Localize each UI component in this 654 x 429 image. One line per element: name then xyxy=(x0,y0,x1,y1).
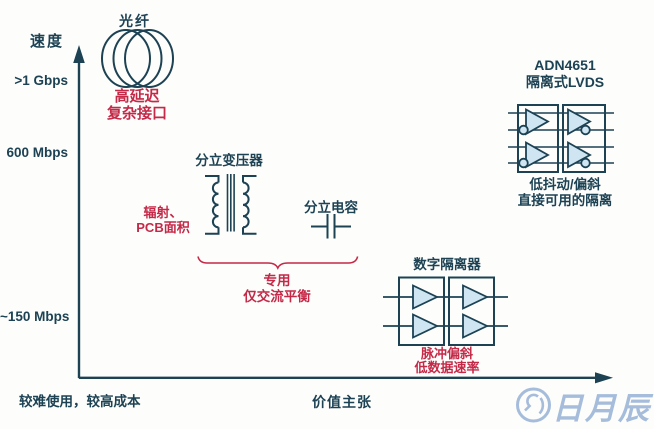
fiber-caption-line1: 高延迟 xyxy=(114,88,160,105)
transformer-caption-line1: 辐射、 xyxy=(143,205,183,220)
y-axis-title: 速度 xyxy=(30,33,65,50)
group-brace-caption: 专用 仅交流平衡 xyxy=(216,273,338,304)
group-brace-caption-line2: 仅交流平衡 xyxy=(243,288,311,304)
capacitor-title: 分立电容 xyxy=(304,200,358,215)
adn4651-title-line1: ADN4651 xyxy=(534,57,596,73)
digital-isolator-title: 数字隔离器 xyxy=(413,257,481,272)
group-brace-caption-line1: 专用 xyxy=(263,273,291,288)
axes xyxy=(73,45,613,384)
digital-isolator-caption-line1: 脉冲偏斜 xyxy=(420,346,473,361)
digital-isolator-icon xyxy=(383,276,508,346)
adn4651-caption-line2: 直接可用的隔离 xyxy=(517,193,613,208)
y-axis-arrowhead-icon xyxy=(73,45,85,63)
fiber-coil-icon xyxy=(101,29,174,88)
x-axis-arrowhead-icon xyxy=(595,372,613,384)
fiber-caption: 高延迟 复杂接口 xyxy=(94,88,180,122)
adn4651-title-line2: 隔离式LVDS xyxy=(525,74,605,90)
transformer-icon xyxy=(205,174,257,235)
isolated-lvds-icon xyxy=(508,104,614,173)
transformer-caption-line2: PCB面积 xyxy=(136,220,190,235)
y-tick-1gbps: >1 Gbps xyxy=(14,73,68,88)
adn4651-caption-line1: 低抖动/偏斜 xyxy=(529,177,601,192)
x-axis-label: 价值主张 xyxy=(312,394,372,410)
transformer-title: 分立变压器 xyxy=(195,153,263,168)
y-tick-150mbps: ~150 Mbps xyxy=(0,309,70,324)
fiber-title: 光纤 xyxy=(119,13,151,29)
adn4651-title: ADN4651 隔离式LVDS xyxy=(503,57,627,91)
group-brace xyxy=(197,256,359,270)
capacitor-icon xyxy=(311,214,351,239)
digital-isolator-caption-line2: 低数据速率 xyxy=(414,360,480,375)
y-tick-600mbps: 600 Mbps xyxy=(6,145,68,160)
watermark-text: 日月辰 xyxy=(552,391,651,427)
digital-isolator-caption: 脉冲偏斜 低数据速率 xyxy=(401,347,493,375)
adn4651-caption: 低抖动/偏斜 直接可用的隔离 xyxy=(496,177,634,209)
fiber-caption-line2: 复杂接口 xyxy=(106,105,167,122)
transformer-caption: 辐射、 PCB面积 xyxy=(127,205,199,235)
x-axis-left-note: 较难使用，较高成本 xyxy=(19,394,141,409)
watermark-logo-icon xyxy=(516,387,551,423)
